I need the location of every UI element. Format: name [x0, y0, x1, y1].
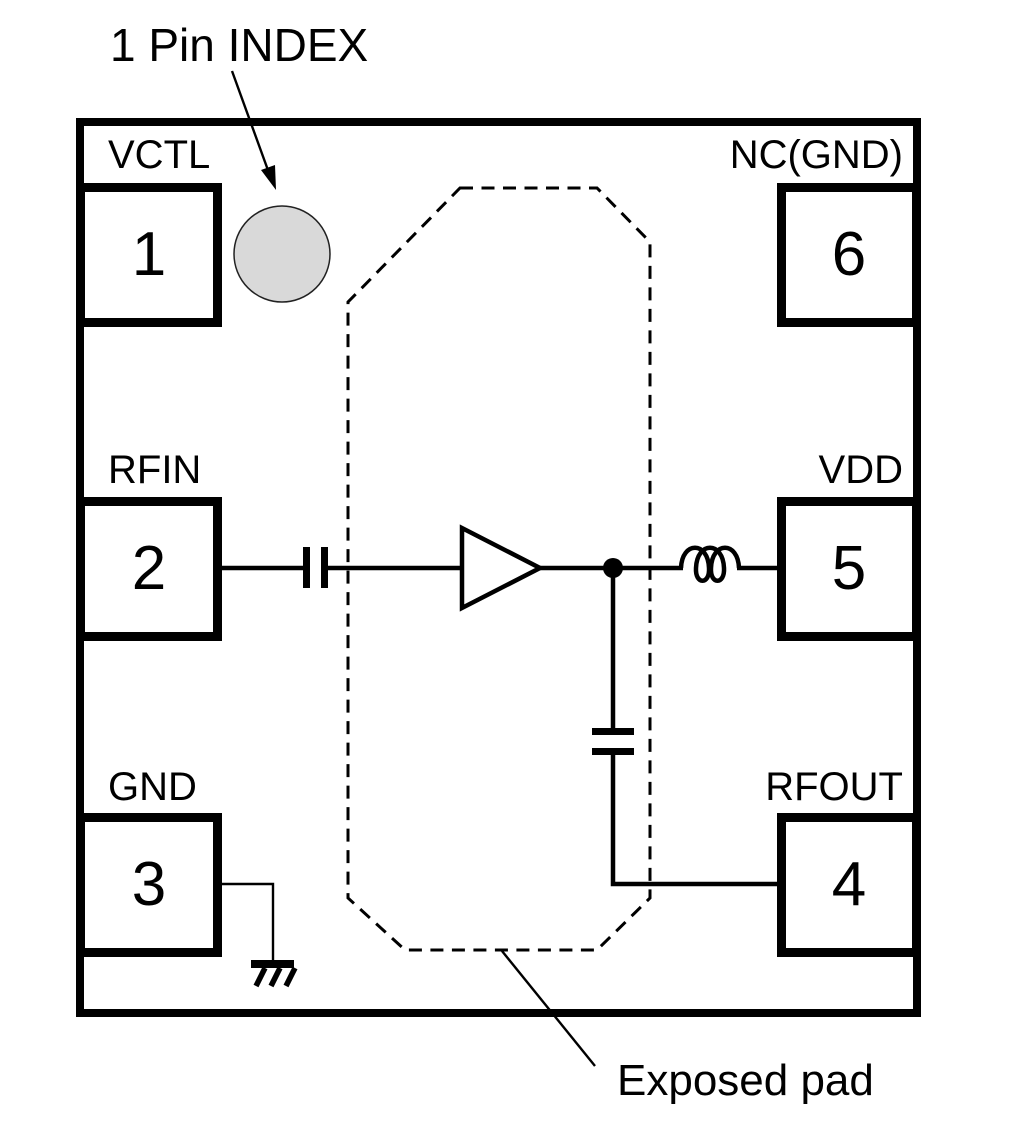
pin-box-6: 6: [777, 183, 921, 327]
capacitor-plate: [592, 728, 634, 735]
pin-number-4: 4: [831, 850, 867, 919]
ground-symbol-icon: [251, 960, 298, 988]
pin-box-5: 5: [777, 497, 921, 641]
pin-label-rfout: RFOUT: [765, 765, 903, 809]
capacitor-plate: [303, 547, 310, 588]
pin-box-4: 4: [777, 813, 921, 957]
exposed-pad-pointer-line: [501, 950, 596, 1067]
wire-shunt-capacitor-to-pin4: [610, 755, 780, 887]
pin-label-vdd: VDD: [818, 448, 903, 492]
wire-pin3-to-ground: [220, 882, 275, 961]
capacitor-plate: [592, 748, 634, 755]
pin-index-label: 1 Pin INDEX: [110, 19, 369, 71]
ground-hatch: [268, 966, 283, 988]
pin-label-gnd: GND: [108, 765, 197, 809]
exposed-pad-label: Exposed pad: [617, 1056, 874, 1105]
amplifier-triangle-icon: [459, 524, 545, 612]
ground-hatch: [283, 966, 298, 988]
index-pointer-arrow: [230, 70, 271, 174]
pin-number-2: 2: [131, 534, 167, 603]
pin-label-ncgnd: NC(GND): [729, 133, 903, 177]
pin1-index-dot-icon: [233, 205, 331, 303]
exposed-pad-dashed-outline: [346, 186, 652, 952]
pin-box-3: 3: [76, 813, 222, 957]
pin-number-6: 6: [831, 220, 867, 289]
pin-number-3: 3: [131, 850, 167, 919]
pin-box-1: 1: [76, 183, 222, 327]
pin-number-5: 5: [831, 534, 867, 603]
index-arrow-head-icon: [261, 165, 276, 190]
shunt-capacitor-icon: [592, 728, 634, 755]
pin-box-2: 2: [76, 497, 222, 641]
capacitor-plate: [321, 547, 328, 588]
pin-label-vctl: VCTL: [108, 133, 211, 177]
ground-bar: [251, 960, 294, 968]
ground-hatch: [253, 966, 268, 988]
pin-label-rfin: RFIN: [108, 448, 202, 492]
inductor-coil-icon: [678, 545, 742, 583]
series-capacitor-icon: [303, 547, 328, 588]
pin-number-1: 1: [131, 220, 167, 289]
